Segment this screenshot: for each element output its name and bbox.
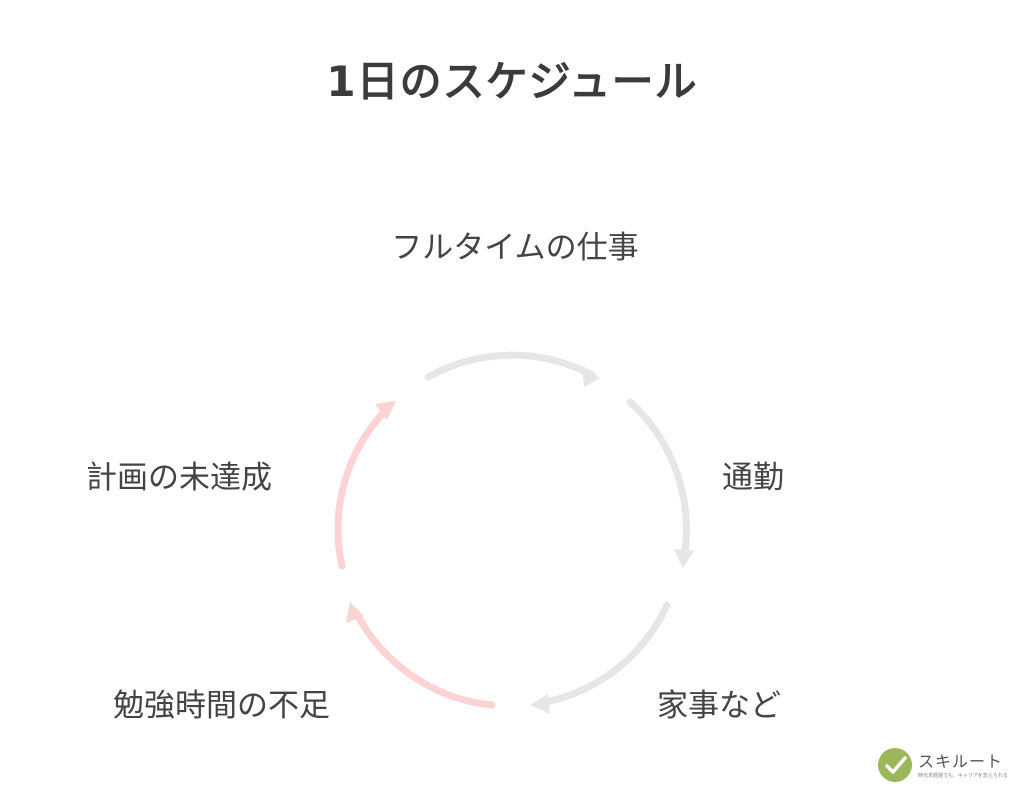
cycle-arrow-housework-to-study xyxy=(530,601,671,714)
page-title: 1日のスケジュール xyxy=(326,57,698,106)
cycle-node-lack-of-study-time: 勉強時間の不足 xyxy=(113,688,330,724)
cycle-node-full-time-work: フルタイムの仕事 xyxy=(391,230,639,266)
cycle-arrow-plan-to-work xyxy=(334,401,396,570)
check-leaf-icon xyxy=(878,748,912,782)
cycle-arrow-study-to-plan xyxy=(346,602,496,709)
cycle-node-housework: 家事など xyxy=(657,688,781,724)
cycle-node-commute: 通勤 xyxy=(722,460,784,496)
cycle-arrow-work-to-commute xyxy=(424,351,600,387)
brand-logo: スキルート 時代未経験でも、キャリアを変えられる xyxy=(878,748,1018,788)
cycle-arrow-commute-to-housework xyxy=(626,398,694,568)
logo-name: スキルート xyxy=(918,752,1004,771)
cycle-node-plan-not-achieved: 計画の未達成 xyxy=(86,460,272,496)
logo-tagline: 時代未経験でも、キャリアを変えられる xyxy=(918,773,1008,779)
